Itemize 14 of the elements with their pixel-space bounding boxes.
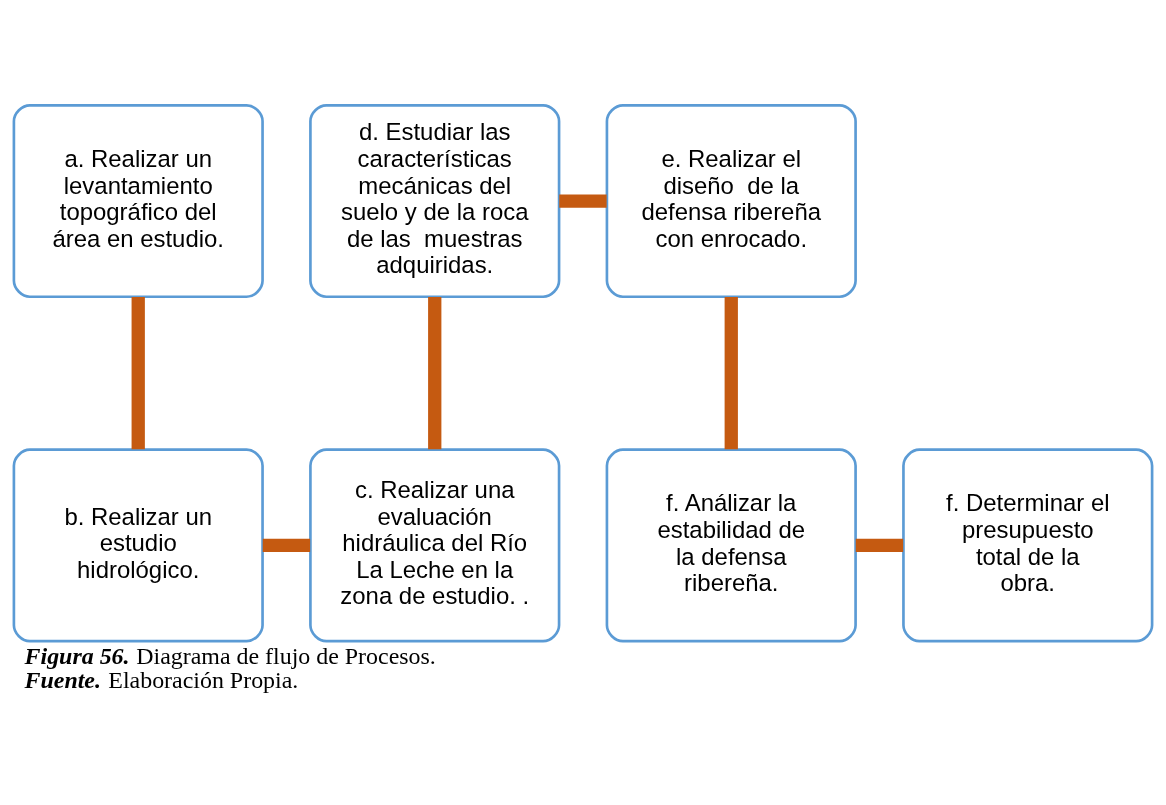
node-box: d. Estudiar las características mecánicas del suelo y de la roca de las muestras adquiridas.	[309, 104, 561, 299]
connector	[724, 297, 738, 450]
node-box: e. Realizar el diseño de la defensa ribereña con enrocado.	[605, 104, 857, 299]
connector	[428, 297, 442, 450]
connector	[262, 538, 311, 553]
connector	[131, 297, 145, 450]
node-box: f. Determinar el presupuesto total de la obra.	[902, 448, 1154, 643]
node-box: f. Análizar la estabilidad de la defensa ribereña.	[605, 448, 857, 643]
caption: Figura 56. Diagrama de flujo de Procesos.	[24, 643, 436, 670]
node-box: c. Realizar una evaluación hidráulica del Río La Leche en la zona de estudio. .	[309, 448, 561, 643]
node-box: a. Realizar un levantamiento topográfico del área en estudio.	[12, 104, 264, 299]
connector	[559, 194, 607, 208]
node-box: b. Realizar un estudio hidrológico.	[12, 448, 264, 643]
connector	[855, 538, 904, 553]
